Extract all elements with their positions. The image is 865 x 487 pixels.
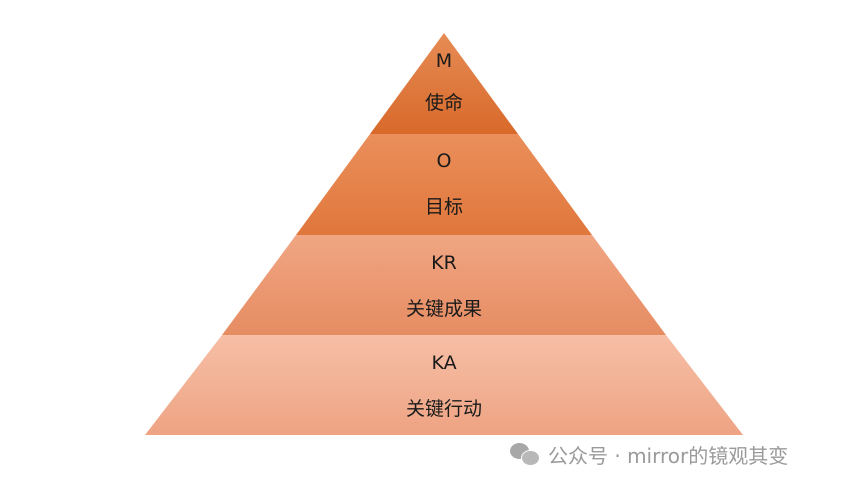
- wechat-icon: [510, 443, 540, 466]
- layer-objective: [296, 134, 592, 235]
- label-mission: M 使命: [344, 50, 544, 114]
- watermark-text: 公众号 · mirror的镜观其变: [548, 443, 789, 468]
- layer-name: 关键行动: [405, 398, 482, 420]
- layer-code: O: [436, 150, 452, 172]
- label-objective: O 目标: [344, 150, 544, 218]
- layer-code: KA: [431, 352, 457, 374]
- layer-mission: [370, 33, 518, 134]
- label-key-actions: KA 关键行动: [344, 352, 544, 420]
- layer-name: 关键成果: [405, 298, 482, 320]
- layer-name: 目标: [424, 196, 463, 218]
- layer-code: M: [435, 50, 453, 72]
- layer-key-results: [222, 235, 666, 335]
- label-key-results: KR 关键成果: [344, 252, 544, 320]
- watermark: 公众号 · mirror的镜观其变: [510, 440, 788, 468]
- layer-code: KR: [431, 252, 457, 274]
- layer-key-actions: [145, 335, 743, 435]
- layer-name: 使命: [424, 92, 463, 114]
